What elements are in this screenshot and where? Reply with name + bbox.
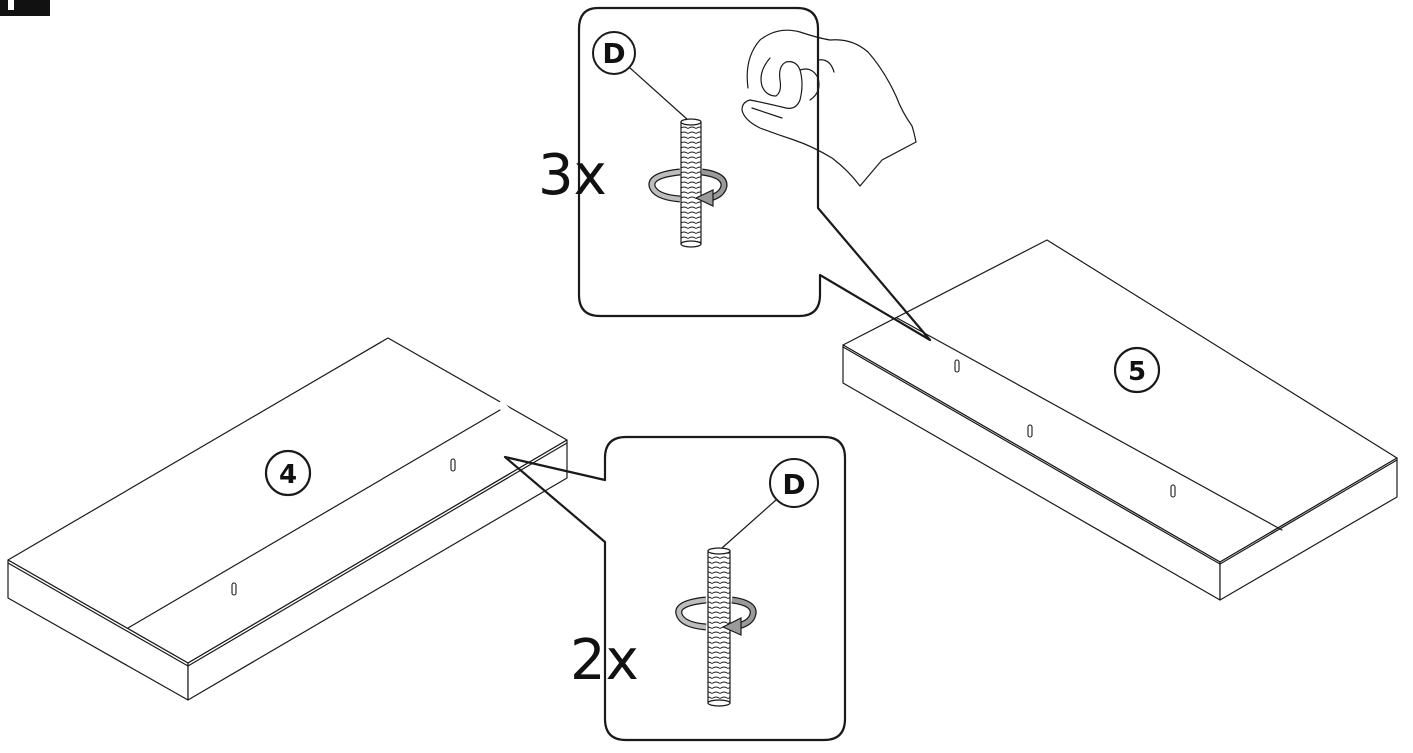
step-marker [0, 0, 50, 16]
svg-text:4: 4 [279, 460, 297, 490]
hole-marker [954, 359, 960, 373]
hand-icon [741, 29, 917, 187]
callout-3x: 3x D [538, 6, 932, 342]
callout-2x: 2x D [503, 435, 847, 742]
rotate-clockwise-icon [648, 168, 728, 207]
panel-5-step-badge: 5 [1113, 346, 1161, 394]
svg-text:D: D [602, 37, 625, 70]
quantity-label: 3x [538, 143, 607, 208]
hole-marker [1027, 424, 1033, 438]
panel-4-step-badge: 4 [264, 449, 312, 497]
panel-4-board [7, 337, 568, 701]
hole-marker [231, 582, 237, 596]
part-badge: D [592, 31, 636, 75]
screw-d-icon [680, 118, 702, 248]
quantity-label: 2x [570, 628, 639, 693]
svg-text:5: 5 [1128, 357, 1146, 387]
hole-marker [1170, 484, 1176, 498]
rotate-clockwise-icon [675, 596, 757, 636]
panel-5-board [842, 239, 1398, 601]
part-badge: D [769, 458, 819, 508]
hole-marker [450, 458, 456, 472]
svg-text:D: D [782, 468, 805, 501]
